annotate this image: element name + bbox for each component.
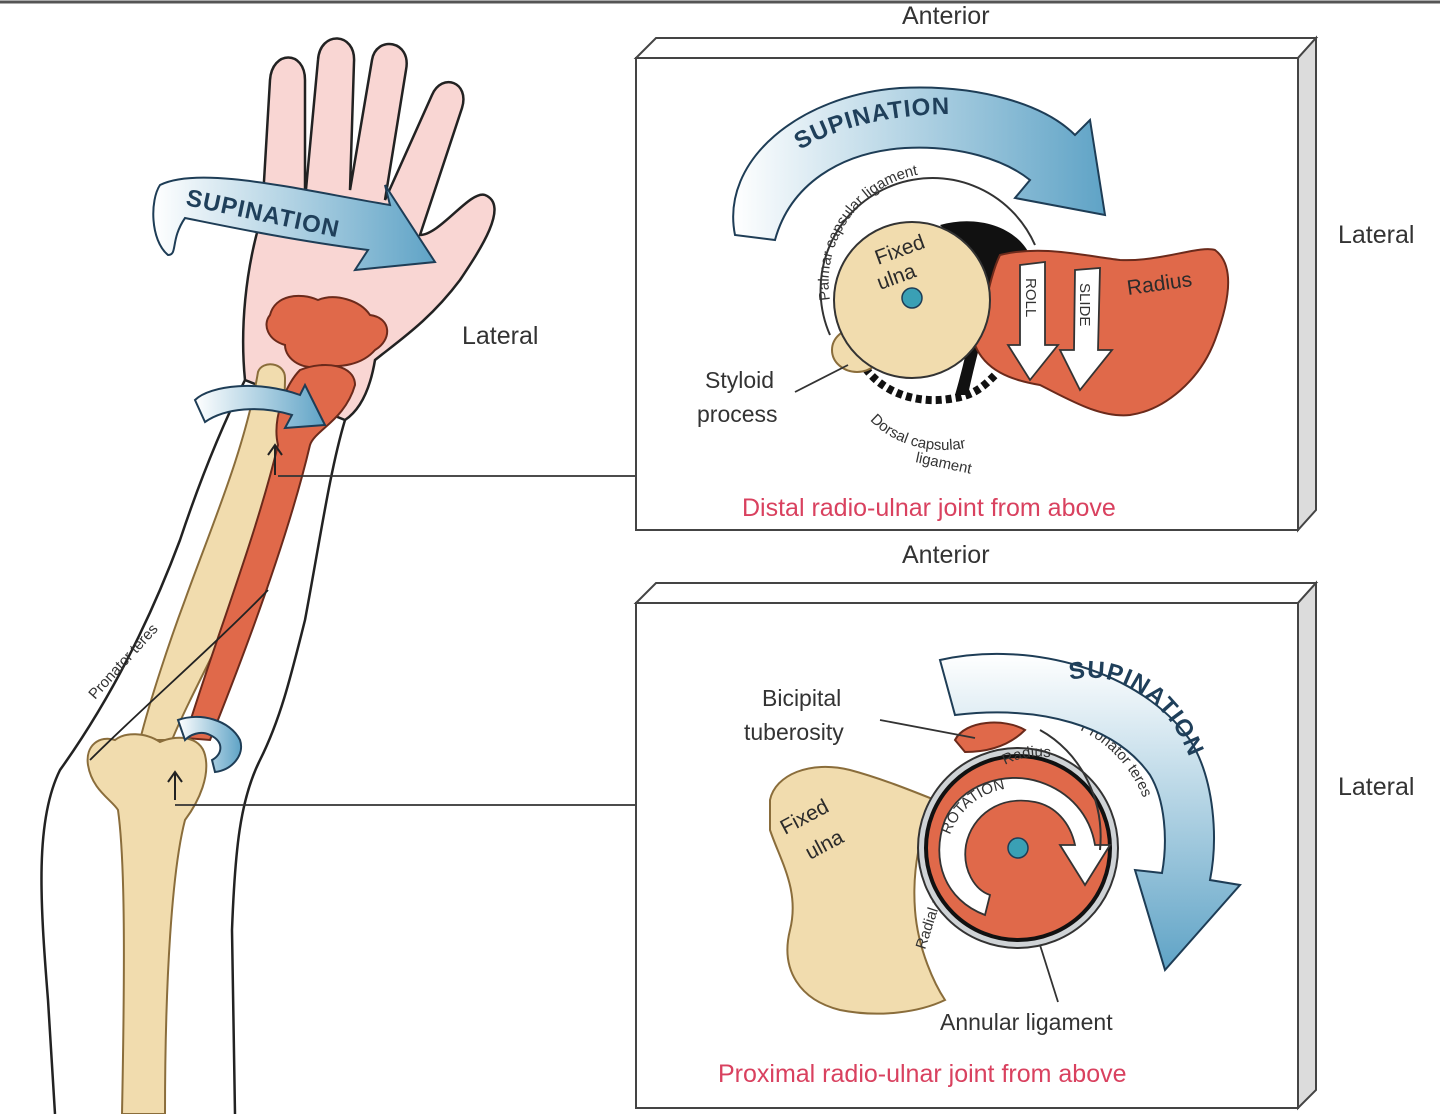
hand-supination-arrow: [152, 176, 437, 272]
distal-caption: Distal radio-ulnar joint from above: [742, 494, 1116, 522]
carpal-bones: [265, 294, 389, 368]
arm-illustration: SUPINATION Pronator teres: [40, 37, 496, 1114]
distal-panel-top-face: [633, 37, 1319, 59]
pronator-teres-line: [89, 589, 269, 761]
distal-panel-side-face: [1297, 35, 1317, 533]
wrist-rotation-arrow: [193, 382, 327, 430]
radius-bone: [183, 364, 357, 742]
elbow-humerus: [86, 733, 208, 1114]
proximal-fixed-ulna: [769, 765, 947, 1015]
annular-ligament-label: Annular ligament: [940, 1009, 1113, 1035]
roll-label: ROLL: [1022, 278, 1039, 317]
distal-ulna-axis: [901, 287, 923, 309]
proximal-panel-side-face: [1297, 580, 1317, 1111]
bicipital-pointer: [879, 719, 976, 739]
elbow-rotation-arrow: [176, 715, 243, 774]
pronator-teres-arm-label: Pronator teres: [85, 621, 161, 703]
bicipital-label-line1: Bicipital: [762, 685, 841, 711]
styloid-pointer: [794, 364, 849, 393]
bicipital-label-line2: tuberosity: [744, 719, 844, 745]
proximal-panel: Fixed ulna Radial notch ROTATION Radius …: [633, 580, 1319, 1111]
styloid-label-line1: Styloid: [705, 367, 774, 393]
annular-pointer: [1039, 944, 1059, 1003]
bicipital-tuberosity: [953, 721, 1027, 754]
proximal-supination-arrow: [938, 652, 1242, 973]
distal-panel: SUPINATION Palmar capsular ligament Radi…: [633, 35, 1319, 533]
proximal-caption: Proximal radio-ulnar joint from above: [718, 1060, 1127, 1088]
lateral-bottom-label: Lateral: [1338, 773, 1414, 801]
pronator-teres-arc: [1039, 729, 1102, 851]
dorsal-ligament: [856, 357, 998, 405]
roll-arrow: [1006, 260, 1060, 382]
anterior-bottom-label: Anterior: [902, 541, 990, 569]
slide-arrow: [1058, 267, 1114, 392]
proximal-panel-top-face: [633, 582, 1319, 604]
proximal-radius-axis: [1007, 837, 1029, 859]
lateral-arm-label: Lateral: [462, 322, 538, 350]
distal-supination-arrow: [732, 86, 1107, 242]
slide-label: SLIDE: [1076, 283, 1093, 326]
styloid-label-line2: process: [697, 401, 778, 427]
radius-pointer-arrow: [267, 443, 283, 475]
elbow-pointer-arrow: [167, 770, 183, 800]
palmar-ligament-arc: [819, 177, 1036, 336]
arm-outline: [40, 379, 347, 1114]
lateral-top-label: Lateral: [1338, 221, 1414, 249]
rotation-arrow: [938, 777, 1112, 917]
anterior-top-label: Anterior: [902, 2, 990, 30]
